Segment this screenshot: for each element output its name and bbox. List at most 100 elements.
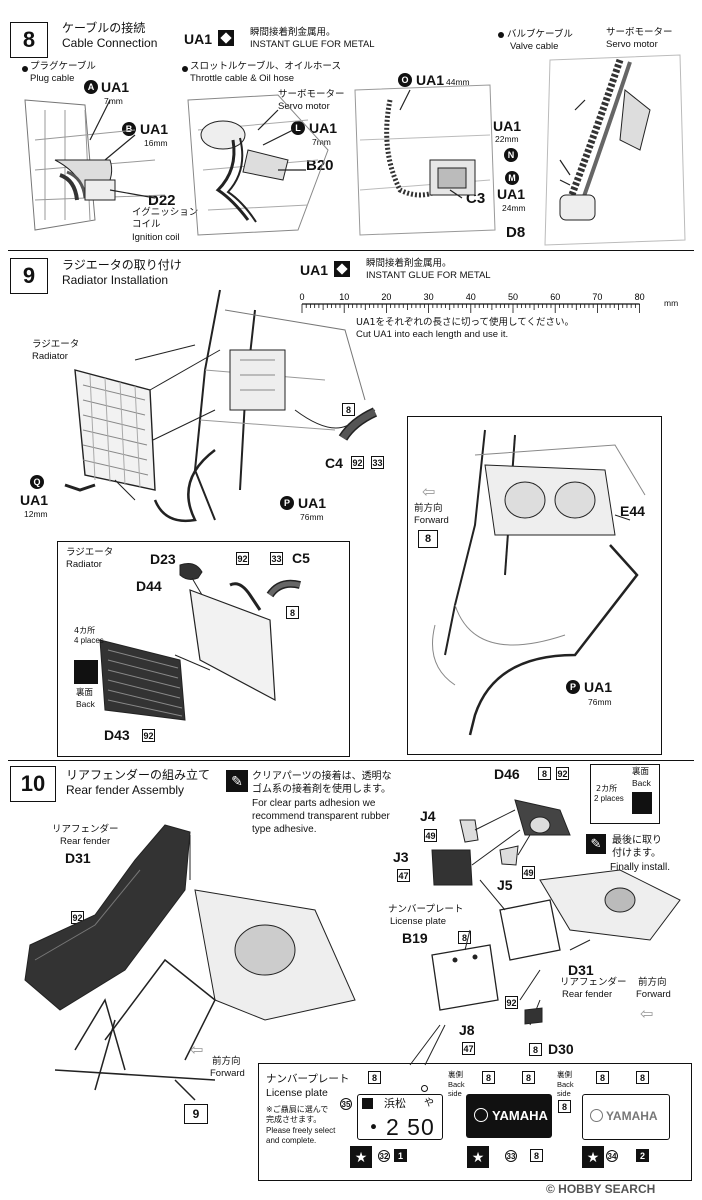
plate1-badge-icon (362, 1098, 373, 1109)
paint-8: 8 (342, 403, 355, 416)
part-d30: D30 (548, 1041, 574, 1057)
part-marker-l: L (291, 121, 305, 135)
paint-33-plate: 33 (505, 1150, 517, 1162)
paint-8-plate3a: 8 (596, 1071, 609, 1084)
paint-34: 34 (606, 1150, 618, 1162)
ruler-tick-label: 70 (592, 292, 602, 302)
part-j5: J5 (497, 877, 513, 893)
yamaha-logo-icon-2 (590, 1109, 603, 1122)
paint-8-plate3b: 8 (636, 1071, 649, 1084)
step-9-q-code: UA1 (20, 492, 49, 508)
step-10-title-jp: リアフェンダーの組み立て (66, 768, 211, 782)
back-places-en: 2 places (594, 794, 624, 803)
inset-places-en: 4 places (74, 636, 104, 645)
plate2-back-en1: Back (557, 1080, 574, 1089)
plates-note-jp1: ※ご贔屓に選んで (266, 1105, 329, 1114)
part-d44: D44 (136, 578, 162, 594)
paint-47-j8: 47 (462, 1042, 475, 1055)
step-8-throttle-bullet-icon (182, 66, 188, 72)
plates-note-jp2: 完成させます。 (266, 1115, 322, 1124)
step-8-l-length: 7mm (312, 137, 331, 147)
paint-92b-inset: 92 (142, 729, 155, 742)
inset-p-code: UA1 (584, 679, 613, 695)
fender-forward-jp: 前方向 (212, 1056, 241, 1067)
wire-routing-illustration (432, 429, 646, 736)
rear-fender2-en: Rear fender (562, 989, 613, 1000)
rear-fender-en: Rear fender (60, 836, 111, 847)
glue-icon-2 (334, 261, 350, 277)
rear-fender-jp: リアフェンダー (52, 824, 119, 835)
paint-8-plate2a: 8 (482, 1071, 495, 1084)
step-8-plug-cable-jp: プラグケーブル (30, 61, 96, 72)
ruler-tick-label: 20 (381, 292, 391, 302)
clear-note-jp2: ゴム系の接着剤を使用します。 (252, 784, 391, 795)
step-8-plug-cable-en: Plug cable (30, 73, 75, 84)
plates-title-jp: ナンバープレート (266, 1073, 350, 1085)
step-8-glue-en: INSTANT GLUE FOR METAL (250, 39, 375, 50)
part-d46: D46 (494, 766, 520, 782)
plates-note-en1: Please freely select (266, 1126, 336, 1135)
radiator-hose-c4 (338, 407, 378, 441)
license-plate-assembly-illustration (431, 869, 681, 1026)
inset-p-length: 76mm (588, 697, 612, 707)
plate3-brand: YAMAHA (606, 1109, 658, 1123)
part-marker-b: B (122, 122, 136, 136)
back-texture-icon-2 (632, 792, 652, 814)
plate-callout-lines (409, 1024, 446, 1066)
step-8-plug-cable-bullet-icon (22, 66, 28, 72)
part-marker-q: Q (30, 475, 44, 489)
step-8-n-code: UA1 (493, 118, 522, 134)
part-d43: D43 (104, 727, 130, 743)
step-8-b-code: UA1 (140, 121, 169, 137)
step-8-title-en: Cable Connection (62, 36, 158, 50)
step-9-divider (8, 760, 694, 761)
step-8-m-length: 24mm (502, 203, 526, 213)
rear-fender-illustration (24, 824, 356, 1101)
step-8-b-length: 16mm (144, 138, 168, 148)
paint-49-j4: 49 (424, 829, 437, 842)
paint-1: 1 (394, 1149, 407, 1162)
part-marker-m: M (505, 171, 519, 185)
clear-note-jp1: クリアパーツの接着は、透明な (252, 771, 392, 782)
step-9-radiator-jp: ラジエータ (32, 339, 80, 350)
ruler-tick-label: 50 (508, 292, 518, 302)
step-8-o-code: UA1 (416, 72, 445, 88)
inset-back-en: Back (76, 699, 95, 709)
step-8-valve-cable-illustration (544, 54, 686, 246)
step-9-title-jp: ラジエータの取り付け (62, 258, 182, 272)
back-en: Back (632, 778, 651, 788)
inset-back-jp: 裏面 (76, 688, 94, 698)
plate1-kana: や (424, 1098, 434, 1109)
step-8-title-jp: ケーブルの接続 (62, 21, 146, 35)
part-j4: J4 (420, 808, 436, 824)
part-marker-o: O (398, 73, 412, 87)
license-plate-en: License plate (390, 916, 446, 927)
back-detail-box (590, 764, 660, 824)
paint-32: 32 (378, 1150, 390, 1162)
plate2-back-jp: 裏側 (557, 1070, 572, 1079)
step-8-glue-code: UA1 (184, 31, 213, 47)
step-8-valve-label-en: Valve cable (510, 41, 559, 52)
step-8-number: 8 (10, 22, 48, 58)
ruler-tick-label: 80 (635, 292, 645, 302)
part-c5: C5 (292, 550, 310, 566)
paint-8-inset: 8 (286, 606, 299, 619)
forward-arrow-icon-3: ⇦ (640, 1006, 654, 1023)
part-d23: D23 (150, 551, 176, 567)
rear-fender2-jp: リアフェンダー (560, 977, 627, 988)
valve-cable-bullet-icon (498, 32, 504, 38)
step-9-q-length: 12mm (24, 509, 48, 519)
ruler-tick-label: 60 (550, 292, 560, 302)
inset-radiator-en: Radiator (66, 559, 102, 570)
step-8-m-code: UA1 (497, 186, 526, 202)
step-9-radiator-en: Radiator (32, 351, 68, 362)
plate1-star-icon: ★ (350, 1146, 372, 1168)
step-9-title-en: Radiator Installation (62, 273, 169, 287)
part-e44: E44 (620, 503, 645, 519)
part-b19: B19 (402, 930, 428, 946)
step-8-oil-hose-illustration (354, 84, 496, 236)
ruler-tick-label: 40 (466, 292, 476, 302)
paint-8-plate2c: 8 (558, 1100, 571, 1113)
step-8-throttle-en: Throttle cable & Oil hose (190, 73, 295, 84)
